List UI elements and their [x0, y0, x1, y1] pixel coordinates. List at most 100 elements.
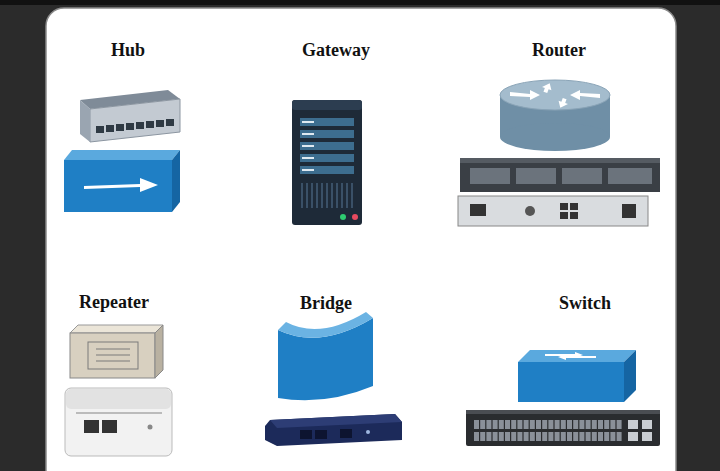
switch-device — [474, 432, 479, 441]
router-device — [560, 203, 568, 210]
switch-symbol — [558, 354, 596, 360]
switch-device — [493, 432, 498, 441]
repeater-symbol — [96, 348, 130, 349]
hub-device — [80, 90, 180, 142]
switch-device — [511, 432, 516, 441]
gateway-server — [300, 154, 354, 162]
switch-device — [499, 420, 504, 429]
router-symbol — [500, 123, 610, 151]
gateway-server — [302, 157, 314, 159]
repeater-device — [65, 388, 172, 456]
switch-device — [530, 432, 535, 441]
gateway-server — [292, 100, 362, 225]
switch-device — [474, 420, 479, 429]
switch-device — [542, 420, 547, 429]
switch-device — [542, 432, 547, 441]
gateway-server — [302, 133, 314, 135]
hub-device — [146, 121, 154, 128]
switch-device — [524, 432, 529, 441]
router-symbol — [570, 90, 600, 100]
switch-symbol — [518, 350, 636, 362]
gateway-server — [321, 183, 323, 208]
switch-device — [579, 432, 584, 441]
bridge-device — [265, 414, 402, 446]
bridge-symbol — [278, 312, 373, 400]
switch-symbol — [624, 350, 636, 402]
hub-device — [136, 122, 144, 129]
hub-device — [96, 119, 174, 133]
bridge-device — [265, 414, 402, 446]
bridge-device — [300, 430, 312, 439]
repeater-device — [148, 425, 153, 430]
gateway-server — [300, 118, 354, 126]
router-symbol — [541, 81, 554, 94]
bridge-symbol — [278, 312, 373, 338]
switch-device — [592, 420, 597, 429]
switch-device — [628, 420, 638, 429]
switch-device — [561, 420, 566, 429]
router-device — [570, 212, 578, 219]
switch-device — [536, 420, 541, 429]
switch-symbol — [518, 350, 636, 402]
bridge-device — [366, 430, 370, 434]
gateway-server — [302, 145, 314, 147]
repeater-symbol — [70, 325, 163, 378]
hub-device — [96, 126, 104, 133]
switch-device — [561, 432, 566, 441]
switch-device — [579, 420, 584, 429]
gateway-server — [336, 183, 338, 208]
device-label: Router — [532, 39, 586, 61]
switch-device — [598, 432, 603, 441]
gateway-server — [341, 183, 343, 208]
device-label: Gateway — [302, 39, 370, 61]
switch-device — [586, 420, 591, 429]
repeater-symbol — [70, 325, 163, 333]
router-device — [570, 203, 578, 210]
gateway-server — [326, 183, 328, 208]
repeater-symbol — [155, 325, 163, 378]
gateway-server — [302, 121, 314, 171]
gateway-server — [300, 118, 354, 174]
router-device — [460, 158, 660, 192]
router-device — [516, 168, 556, 184]
switch-device — [610, 432, 615, 441]
gateway-server — [300, 130, 354, 138]
switch-device — [548, 432, 553, 441]
repeater-device — [84, 420, 99, 433]
repeater-symbol — [70, 333, 155, 378]
router-device — [470, 203, 636, 219]
router-device — [608, 168, 652, 184]
switch-device — [586, 432, 591, 441]
repeater-device — [66, 389, 171, 409]
switch-device — [617, 420, 622, 429]
switch-device — [517, 420, 522, 429]
repeater-device — [76, 412, 162, 414]
switch-device — [573, 420, 578, 429]
hub-symbol — [84, 178, 158, 192]
switch-device — [642, 432, 652, 441]
gateway-server — [302, 169, 314, 171]
hub-device — [80, 100, 90, 142]
hub-symbol — [64, 160, 172, 212]
router-device — [458, 158, 660, 226]
switch-device — [567, 432, 572, 441]
gateway-server — [300, 166, 354, 174]
router-device — [525, 206, 535, 216]
repeater-symbol — [96, 354, 130, 355]
device-label: Bridge — [300, 292, 352, 314]
router-device — [460, 158, 660, 163]
gateway-server — [300, 142, 354, 150]
switch-device — [466, 410, 660, 446]
switch-device — [480, 432, 485, 441]
switch-device — [505, 432, 510, 441]
gateway-server — [352, 214, 358, 220]
repeater-symbol — [88, 342, 138, 369]
switch-device — [604, 420, 609, 429]
hub-symbol — [172, 150, 180, 212]
hub-device — [126, 123, 134, 130]
router-symbol — [510, 81, 600, 110]
device-label: Repeater — [79, 291, 149, 313]
